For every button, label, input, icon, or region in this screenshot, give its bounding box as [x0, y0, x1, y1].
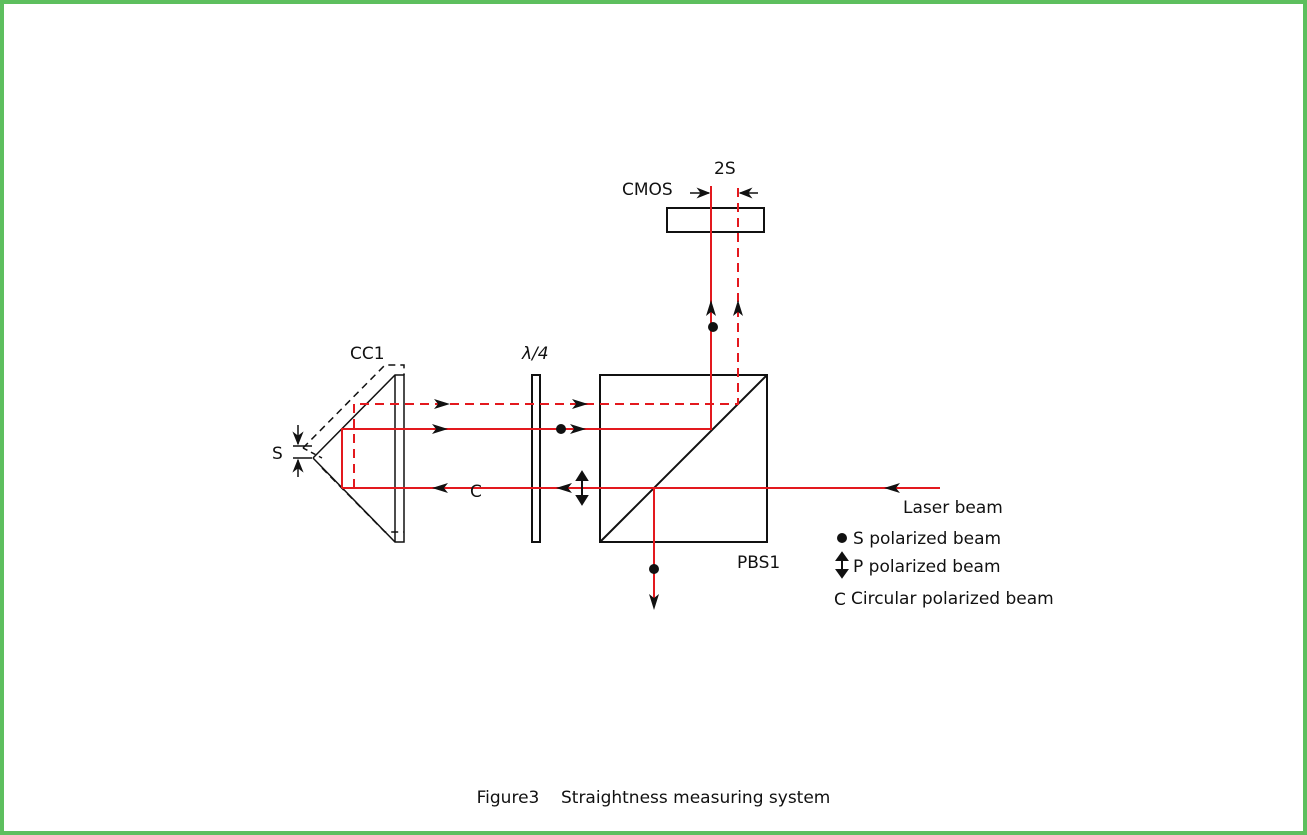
- laser-beam-label: Laser beam: [903, 498, 1003, 518]
- figure-caption: Figure3 Straightness measuring system: [0, 788, 1307, 808]
- s-displacement-marks: [292, 425, 312, 477]
- cc1-label: CC1: [350, 344, 385, 364]
- lambda-label: λ/4: [521, 344, 549, 364]
- double-arrow-icon: [835, 551, 849, 579]
- s-label: S: [272, 444, 283, 464]
- legend: S polarized beam P polarized beam C Circ…: [834, 529, 1054, 610]
- cmos-label: CMOS: [622, 180, 673, 200]
- p-double-arrow-icon: [575, 470, 589, 506]
- s-dot-icon: [556, 424, 566, 434]
- two-s-label: 2S: [714, 159, 736, 179]
- quarter-wave-plate: [531, 374, 541, 543]
- dot-icon: [837, 533, 847, 543]
- legend-item: Circular polarized beam: [851, 589, 1054, 609]
- s-dot-icon: [649, 564, 659, 574]
- caption-figure-number: Figure3: [476, 788, 540, 808]
- c-icon: C: [834, 590, 846, 610]
- pbs1-label: PBS1: [737, 553, 780, 573]
- legend-item: S polarized beam: [853, 529, 1001, 549]
- polarization-markers: [556, 322, 718, 574]
- cc1-corner-cube: [302, 364, 405, 543]
- beam-arrowheads: [432, 300, 900, 610]
- caption-title: Straightness measuring system: [560, 788, 831, 808]
- s-dot-icon: [708, 322, 718, 332]
- cmos-sensor: [666, 207, 765, 233]
- circular-c-icon: C: [470, 482, 482, 502]
- pbs1-cube: [599, 374, 768, 543]
- legend-item: P polarized beam: [853, 557, 1001, 577]
- laser-beam-paths: [341, 186, 940, 600]
